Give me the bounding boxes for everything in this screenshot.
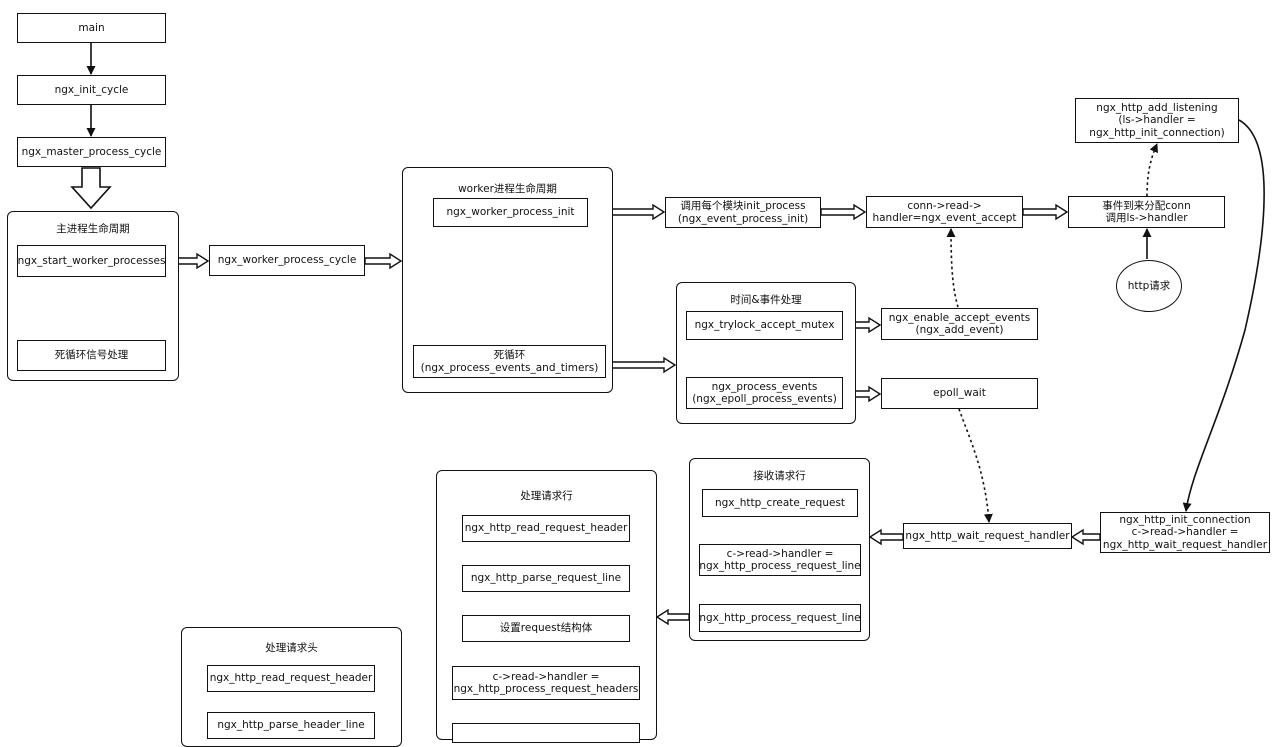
node-http-parse-request-line: ngx_http_parse_request_line: [462, 565, 630, 592]
group-title-recv-line: 接收请求行: [753, 470, 806, 482]
node-start-worker-processes: ngx_start_worker_processes: [17, 245, 166, 277]
node-worker-process-cycle: ngx_worker_process_cycle: [209, 245, 365, 276]
node-process-events: ngx_process_events (ngx_epoll_process_ev…: [686, 377, 843, 409]
node-conn-read-handler: conn->read-> handler=ngx_event_accept: [866, 196, 1023, 228]
edge-worker-cycle-to-worker-group: [364, 252, 403, 270]
edge-init-connection-to-wait-handler: [1070, 528, 1101, 546]
node-http-process-request-line: ngx_http_process_request_line: [699, 604, 861, 632]
edge-recv-group-to-process-line-group: [655, 608, 690, 626]
group-title-time-event: 时间&事件处理: [730, 294, 802, 306]
node-http-create-request: ngx_http_create_request: [702, 489, 858, 517]
node-worker-process-init: ngx_worker_process_init: [433, 198, 588, 227]
node-set-handler-process-headers: c->read->handler = ngx_http_process_requ…: [452, 666, 640, 700]
node-partial-bottom: [452, 723, 640, 743]
node-set-handler-process-line: c->read->handler = ngx_http_process_requ…: [699, 544, 861, 576]
node-http-wait-request-handler: ngx_http_wait_request_handler: [903, 523, 1072, 549]
node-http-read-request-header-1: ngx_http_read_request_header: [462, 515, 630, 542]
edge-event-assign-to-add-listening: [1146, 143, 1158, 197]
edge-wait-handler-to-recv-group: [868, 528, 904, 546]
flowchart-canvas: 主进程生命周期 worker进程生命周期 时间&事件处理 接收请求行 处理请求行…: [7, 13, 1270, 747]
node-event-assign-conn: 事件到来分配conn 调用ls->handler: [1068, 196, 1225, 228]
edge-add-listening-to-init-connection: [1182, 119, 1265, 512]
edge-master-cycle-to-master-group: [70, 167, 112, 210]
node-epoll-wait: epoll_wait: [881, 378, 1038, 409]
node-main: main: [17, 13, 166, 43]
edge-call-init-process-to-conn-read: [820, 203, 867, 221]
edge-conn-read-to-event-assign: [1022, 203, 1069, 221]
node-http-request: http请求: [1116, 260, 1182, 312]
edge-epoll-wait-to-wait-handler: [958, 408, 993, 523]
node-dead-loop-events: 死循环 (ngx_process_events_and_timers): [413, 345, 606, 378]
group-title-process-header: 处理请求头: [265, 642, 318, 654]
node-dead-loop-signal: 死循环信号处理: [17, 340, 166, 371]
node-master-process-cycle: ngx_master_process_cycle: [17, 137, 166, 167]
node-init-cycle: ngx_init_cycle: [17, 75, 166, 105]
group-title-master-lifecycle: 主进程生命周期: [56, 223, 130, 235]
group-title-process-line: 处理请求行: [520, 490, 573, 502]
group-title-worker-lifecycle: worker进程生命周期: [458, 183, 557, 195]
edge-dead-loop-events-to-time-event: [605, 356, 677, 374]
node-http-init-connection: ngx_http_init_connection c->read->handle…: [1100, 512, 1270, 553]
node-call-init-process: 调用每个模块init_process (ngx_event_process_in…: [665, 197, 821, 228]
node-set-request-struct: 设置request结构体: [462, 615, 630, 642]
node-http-parse-header-line: ngx_http_parse_header_line: [207, 712, 375, 739]
node-http-add-listening: ngx_http_add_listening (ls->handler = ng…: [1075, 98, 1239, 143]
node-enable-accept-events: ngx_enable_accept_events (ngx_add_event): [881, 308, 1038, 340]
node-trylock-accept-mutex: ngx_trylock_accept_mutex: [686, 311, 843, 340]
node-http-read-request-header-2: ngx_http_read_request_header: [207, 665, 375, 692]
edge-enable-accept-to-conn-read: [946, 228, 959, 308]
